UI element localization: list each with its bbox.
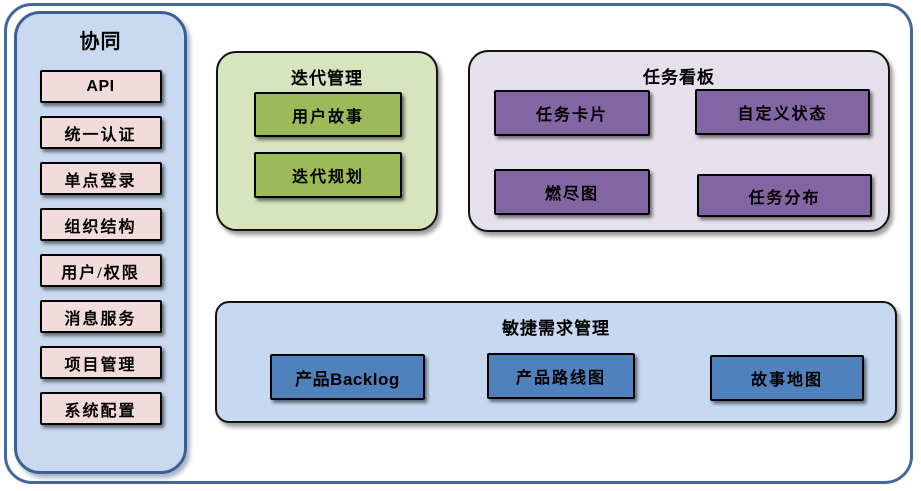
- sidebar-item-user-permissions: 用户/权限: [39, 254, 162, 287]
- node-user-story: 用户故事: [254, 92, 402, 137]
- iteration-panel-title: 迭代管理: [291, 69, 363, 88]
- sidebar-item-system-config: 系统配置: [39, 392, 162, 425]
- agile-requirements-panel: 敏捷需求管理 产品Backlog 产品路线图 故事地图: [215, 301, 897, 423]
- node-burndown-chart: 燃尽图: [494, 169, 650, 215]
- agile-panel-title: 敏捷需求管理: [502, 319, 610, 338]
- task-board-panel: 任务看板 任务卡片 自定义状态 燃尽图 任务分布: [468, 50, 890, 232]
- sidebar-collaboration: 协同 API 统一认证 单点登录 组织结构 用户/权限 消息服务 项目管理 系统…: [14, 11, 187, 474]
- node-product-backlog: 产品Backlog: [270, 354, 425, 400]
- sidebar-item-sso: 单点登录: [39, 162, 162, 195]
- node-story-map: 故事地图: [710, 355, 864, 401]
- sidebar-title: 协同: [79, 31, 122, 53]
- sidebar-item-api: API: [39, 70, 162, 103]
- sidebar-item-org-structure: 组织结构: [39, 208, 162, 241]
- task-board-panel-title: 任务看板: [643, 68, 715, 87]
- node-iteration-planning: 迭代规划: [254, 152, 402, 198]
- node-product-roadmap: 产品路线图: [487, 353, 635, 399]
- sidebar-item-message-service: 消息服务: [39, 300, 162, 333]
- sidebar-item-list: API 统一认证 单点登录 组织结构 用户/权限 消息服务 项目管理 系统配置: [39, 70, 162, 425]
- sidebar-item-project-management: 项目管理: [39, 346, 162, 379]
- node-task-card: 任务卡片: [494, 90, 650, 136]
- node-custom-status: 自定义状态: [695, 89, 870, 135]
- iteration-management-panel: 迭代管理 用户故事 迭代规划: [216, 51, 438, 231]
- sidebar-item-unified-auth: 统一认证: [39, 116, 162, 149]
- node-task-distribution: 任务分布: [697, 174, 872, 217]
